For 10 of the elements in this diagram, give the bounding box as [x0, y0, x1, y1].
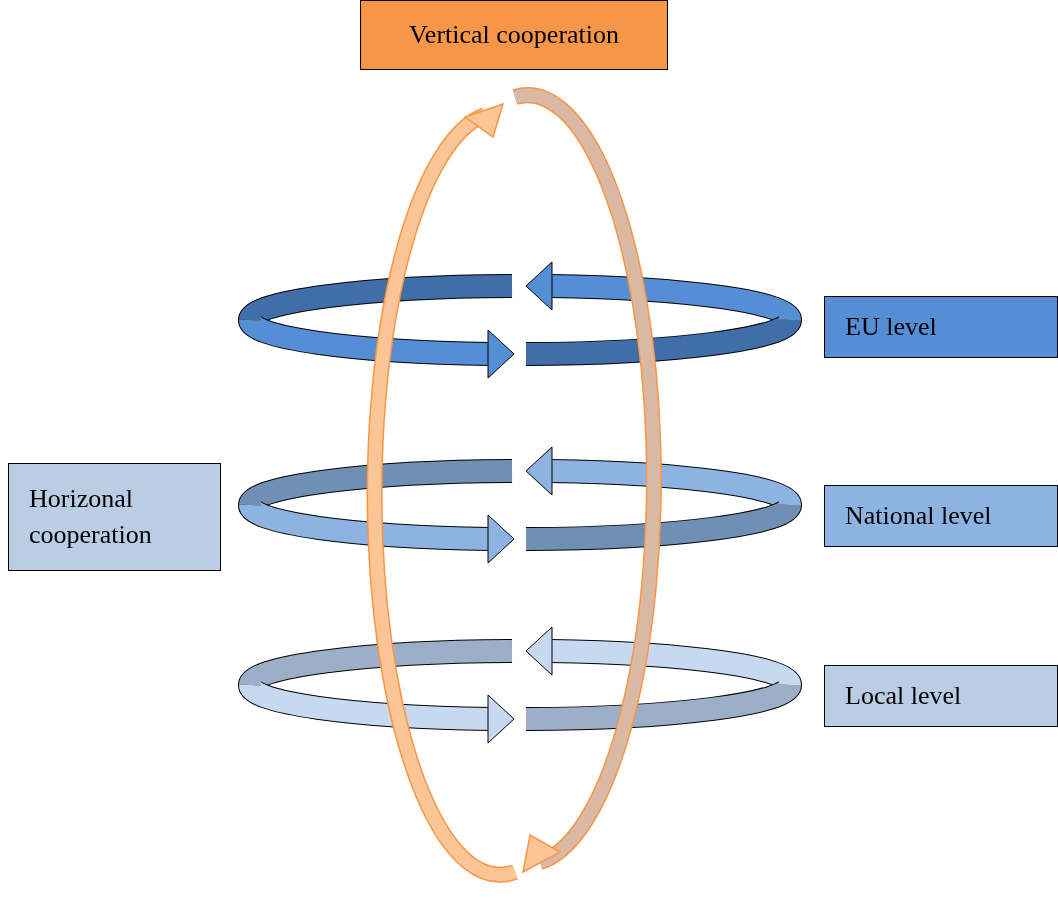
box-label: Vertical cooperation [408, 18, 620, 51]
box-label: EU level [845, 310, 937, 343]
label-box [824, 296, 1058, 358]
box-label: National level [845, 499, 992, 532]
label-box [360, 0, 668, 70]
box-label: Horizonal cooperation [29, 482, 153, 551]
label-box [824, 665, 1058, 727]
box-label: Local level [845, 679, 962, 712]
label-box [824, 485, 1058, 547]
label-box [8, 463, 221, 571]
